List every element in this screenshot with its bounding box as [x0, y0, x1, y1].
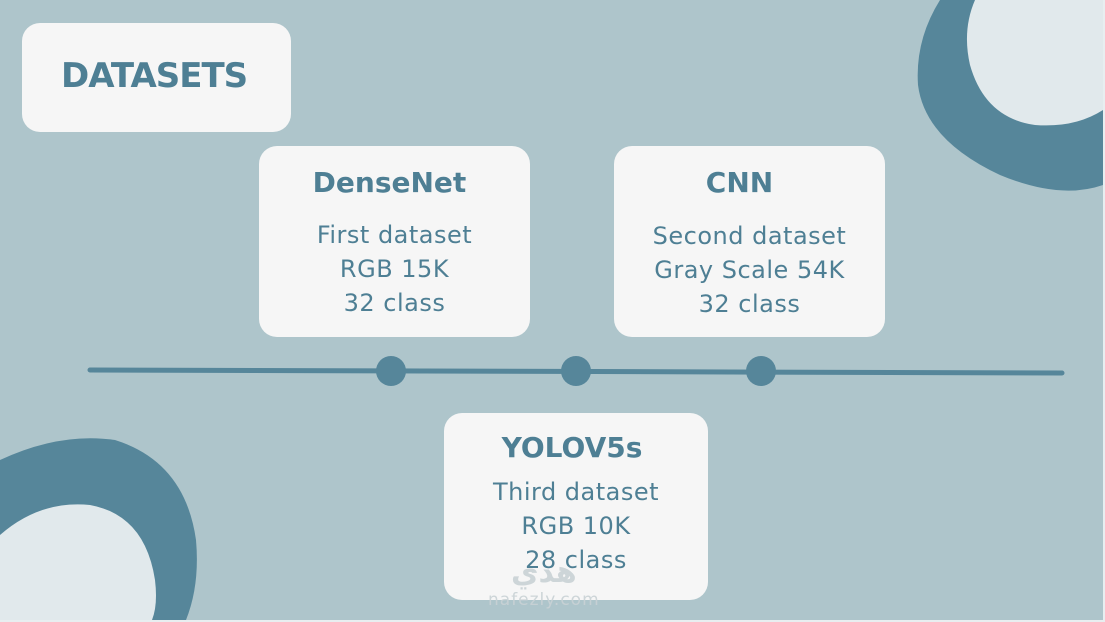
card-heading: CNN: [705, 166, 774, 199]
top-right-light-blob: [966, 0, 1103, 126]
card-line-classes: 32 class: [343, 289, 446, 317]
card-details: Second dataset Gray Scale 54K 32 class: [614, 219, 885, 321]
card-line-dataset: Second dataset: [652, 222, 847, 250]
timeline-dot-3: [746, 356, 776, 386]
card-line-size: RGB 15K: [339, 255, 450, 283]
title-box: DATASETS: [22, 23, 291, 132]
card-line-classes: 32 class: [698, 290, 801, 318]
card-details: Third dataset RGB 10K 28 class: [444, 475, 708, 577]
bottom-left-light-blob: [0, 504, 156, 620]
timeline-dot-2: [561, 356, 591, 386]
card-densenet: DenseNet First dataset RGB 15K 32 class: [259, 146, 530, 337]
card-heading: YOLOV5s: [501, 431, 643, 464]
card-line-classes: 28 class: [525, 546, 627, 574]
card-heading: DenseNet: [312, 166, 467, 199]
card-details: First dataset RGB 15K 32 class: [259, 218, 530, 320]
card-cnn: CNN Second dataset Gray Scale 54K 32 cla…: [614, 146, 885, 337]
card-line-size: Gray Scale 54K: [654, 256, 845, 284]
card-line-dataset: First dataset: [316, 221, 473, 249]
slide-title: DATASETS: [61, 56, 248, 96]
watermark-logo: هدي: [511, 555, 577, 590]
card-yolov5s: YOLOV5s Third dataset RGB 10K 28 class: [444, 413, 708, 600]
watermark-text: nafezly.com: [488, 590, 600, 610]
card-line-size: RGB 10K: [521, 512, 631, 540]
card-line-dataset: Third dataset: [492, 478, 660, 506]
timeline-dot-1: [376, 356, 406, 386]
watermark: هدي nafezly.com: [488, 555, 600, 611]
